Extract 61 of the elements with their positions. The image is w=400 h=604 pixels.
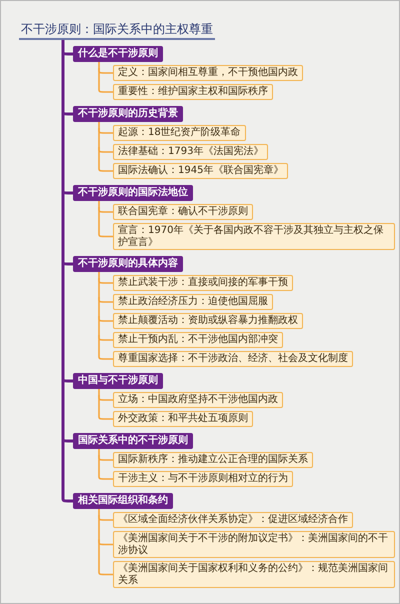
subtopic-box: 国际法确认：1945年《联合国宪章》 (113, 163, 288, 178)
topic-box: 不干涉原则的具体内容 (73, 256, 183, 272)
subtopic-box: 《美洲国家间关于不干涉的附加议定书》：美洲国家间的不干涉协议 (113, 531, 395, 558)
topic-box: 不干涉原则的历史背景 (73, 106, 183, 122)
branch-line (62, 258, 74, 266)
subtopic-box: 重要性：维护国家主权和国际秩序 (113, 84, 273, 100)
subtopic-box: 起源：18世纪资产阶级革命 (113, 125, 246, 140)
topic-box: 国际关系中的不干涉原则 (73, 433, 193, 448)
connector-line (98, 146, 113, 153)
branch-line (62, 374, 74, 382)
subtopic-box: 宣言：1970年《关于各国内政不容干涉及其独立与主权之保护宣言》 (113, 223, 395, 250)
subtopic-box: 定义：国家间相互尊重，不干预他国内政 (113, 65, 303, 80)
subtopic-box: 禁止武装干涉：直接或间接的军事干预 (113, 275, 293, 290)
connector-line (98, 86, 113, 93)
subtopic-box: 法律基础：1793年《法国宪法》 (113, 144, 268, 160)
connector-line (98, 316, 113, 322)
connector-line (98, 414, 113, 420)
connector-line (98, 454, 113, 461)
subtopic-box: 干涉主义：与不干涉原则相对立的行为 (113, 471, 293, 486)
topic-box: 中国与不干涉原则 (73, 373, 163, 388)
subtopic-box: 尊重国家选择：不干涉政治、经济、社会及文化制度 (113, 351, 353, 366)
subtopic-box: 《区域全面经济伙伴关系协定》：促进区域经济合作 (113, 512, 353, 528)
connector-line (98, 296, 113, 303)
connector-line (98, 509, 100, 570)
connector-line (98, 231, 113, 238)
subtopic-box: 禁止干预内乱：不干涉他国内部冲突 (113, 332, 283, 348)
connector-line (98, 514, 113, 521)
connector-line (98, 62, 100, 87)
subtopic-box: 国际新秩序：推动建立公正合理的国际关系 (113, 452, 313, 468)
connector-line (98, 201, 100, 232)
branch-line (62, 40, 64, 496)
branch-line (62, 186, 74, 194)
connector-line (98, 128, 113, 134)
subtopic-box: 立场：中国政府坚持不干涉他国内政 (113, 392, 283, 408)
connector-line (98, 334, 113, 341)
subtopic-box: 禁止颠覆活动：资助或纵容暴力推翻政权 (113, 313, 303, 328)
connector-line (98, 354, 113, 360)
connector-line (98, 122, 100, 166)
connector-line (98, 206, 113, 213)
connector-line (98, 539, 113, 546)
title-heading: 不干涉原则：国际关系中的主权尊重 (19, 23, 215, 40)
subtopic-box: 《美洲国家间关于国家权利和义务的公约》：规范美洲国家间关系 (113, 561, 395, 588)
subtopic-box: 联合国宪章：确认不干涉原则 (113, 204, 253, 220)
connector-line (98, 278, 113, 284)
connector-line (98, 569, 113, 576)
connector-line (98, 272, 100, 354)
connector-line (98, 389, 100, 414)
subtopic-box: 禁止政治经济压力：迫使他国屈服 (113, 294, 273, 310)
subtopic-box: 外交政策：和平共处五项原则 (113, 411, 253, 426)
branch-line (62, 434, 74, 442)
connector-line (98, 166, 113, 172)
connector-line (98, 474, 113, 480)
connector-line (98, 394, 113, 401)
connector-line (98, 449, 100, 474)
branch-line (62, 494, 74, 502)
connector-line (98, 68, 113, 74)
branch-line (62, 48, 74, 56)
branch-line (62, 108, 74, 116)
topic-box: 不干涉原则的国际法地位 (73, 185, 193, 200)
topic-box: 相关国际组织和条约 (73, 493, 173, 508)
topic-box: 什么是不干涉原则 (73, 46, 163, 62)
